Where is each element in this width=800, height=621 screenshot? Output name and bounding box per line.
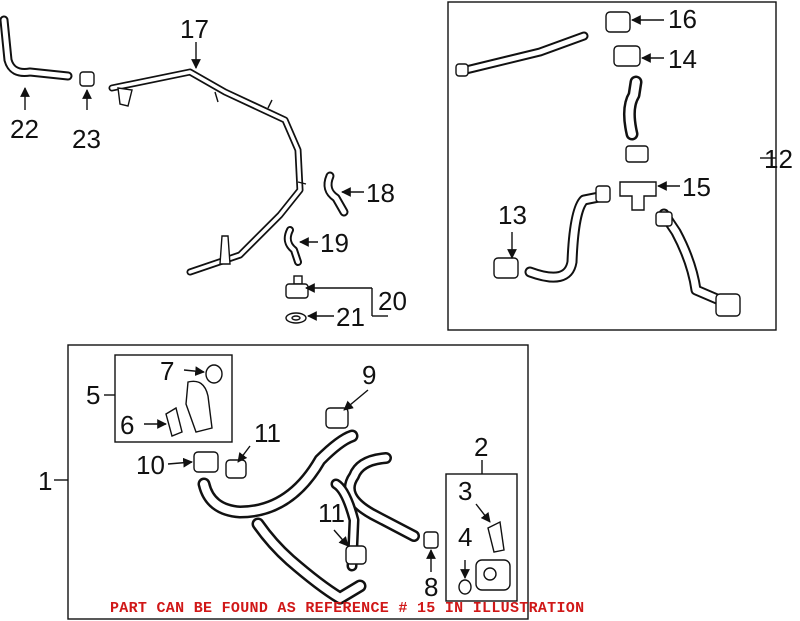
callout-19: 19 — [320, 228, 349, 258]
assembly-5-box — [114, 354, 233, 443]
callout-17: 17 — [180, 14, 209, 44]
callout-21: 21 — [336, 302, 365, 332]
callout-22: 22 — [10, 114, 39, 144]
clamp-23 — [79, 71, 95, 87]
hose-22 — [0, 15, 73, 81]
callout-6: 6 — [120, 410, 134, 440]
callout-11-upper: 11 — [254, 418, 281, 448]
callout-5: 5 — [86, 380, 100, 410]
callout-8: 8 — [424, 572, 438, 602]
washer-21 — [285, 312, 307, 324]
hose-18 — [323, 171, 349, 217]
leader-lines — [20, 15, 776, 579]
callout-20: 20 — [378, 286, 407, 316]
pipe-17 — [108, 68, 307, 276]
callout-18: 18 — [366, 178, 395, 208]
callout-3: 3 — [458, 476, 472, 506]
callout-13: 13 — [498, 200, 527, 230]
callout-23: 23 — [72, 124, 101, 154]
hose-assembly-1 — [165, 364, 511, 605]
hose-19 — [283, 226, 302, 266]
callout-16: 16 — [668, 4, 697, 34]
callout-14: 14 — [668, 44, 697, 74]
callout-9: 9 — [362, 360, 376, 390]
callout-12: 12 — [764, 144, 793, 174]
callout-11-lower: 11 — [318, 498, 345, 528]
callout-10: 10 — [136, 450, 165, 480]
reference-note: PART CAN BE FOUND AS REFERENCE # 15 IN I… — [110, 600, 584, 617]
callout-15: 15 — [682, 172, 711, 202]
hose-assembly-12 — [455, 11, 741, 317]
assembly-12-box — [447, 1, 777, 331]
callout-2: 2 — [474, 432, 488, 462]
callout-7: 7 — [160, 356, 174, 386]
callout-1: 1 — [38, 466, 52, 496]
callout-4: 4 — [458, 522, 472, 552]
callouts: 22 23 17 18 19 20 21 16 14 15 13 12 1 5 … — [10, 4, 793, 602]
valve-20 — [285, 275, 309, 299]
assembly-1-box — [67, 344, 529, 620]
